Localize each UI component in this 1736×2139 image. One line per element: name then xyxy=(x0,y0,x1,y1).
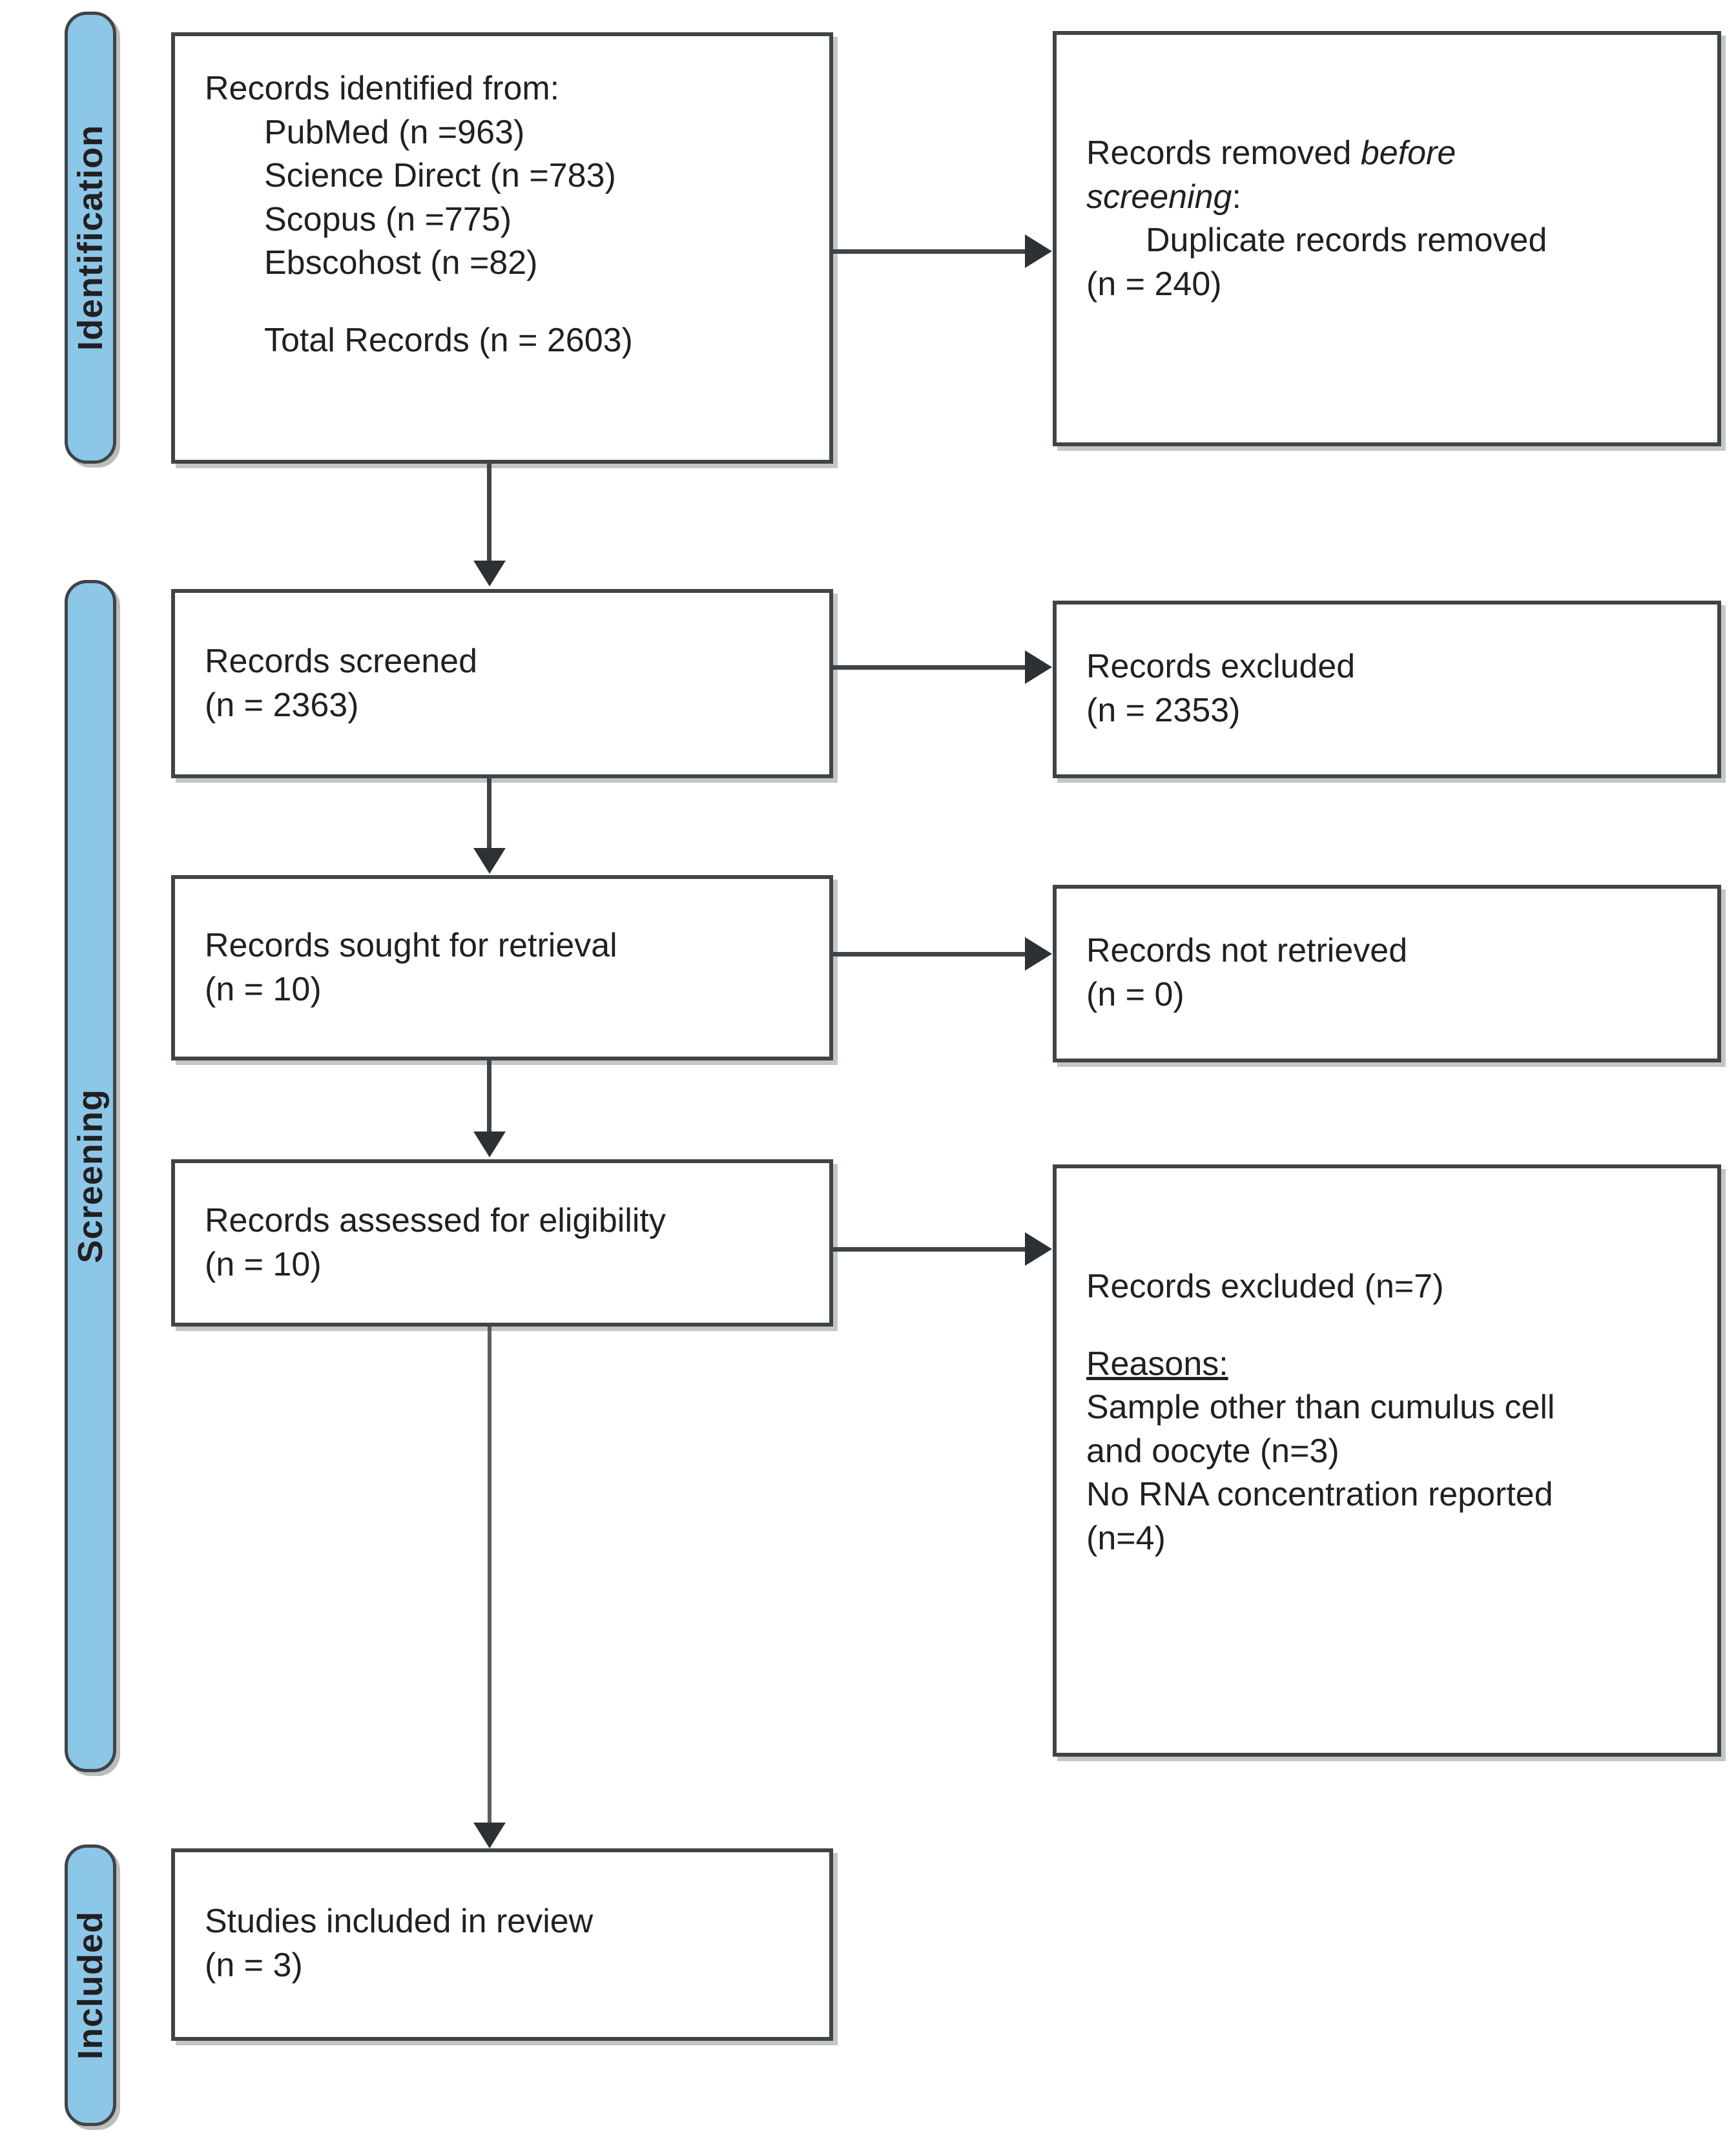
reasons-heading: Reasons: xyxy=(1086,1345,1228,1383)
box-records-sought-text: Records sought for retrieval (n = 10) xyxy=(205,924,810,1011)
phase-label-screening: Screening xyxy=(71,1088,110,1264)
arrowhead-sought-to-not-retrieved xyxy=(1025,937,1052,971)
phase-label-included: Included xyxy=(71,1910,110,2060)
arrowhead-sought-to-assessed xyxy=(473,1132,506,1157)
box-records-excluded-eligibility: Records excluded (n=7) Reasons: Sample o… xyxy=(1053,1164,1721,1757)
arrowhead-assessed-to-included xyxy=(473,1823,506,1848)
records-sought-count: (n = 10) xyxy=(205,970,322,1008)
studies-included-label: Studies included in review xyxy=(205,1903,594,1940)
records-excluded-eligibility-count: Records excluded (n=7) xyxy=(1086,1268,1444,1305)
records-identified-line-1: Records identified from: xyxy=(205,70,560,107)
reason-sample-other-line-1: Sample other than cumulus cell xyxy=(1086,1389,1555,1427)
box-records-screened-text: Records screened (n = 2363) xyxy=(205,640,810,727)
records-identified-spacer xyxy=(205,285,810,319)
arrowhead-screened-to-excluded xyxy=(1025,650,1052,684)
studies-included-count: (n = 3) xyxy=(205,1946,303,1984)
box-records-identified: Records identified from: PubMed (n =963)… xyxy=(171,32,833,464)
phase-bar-identification: Identification xyxy=(65,12,116,464)
box-studies-included-text: Studies included in review (n = 3) xyxy=(205,1900,810,1987)
records-removed-line-2: screening: xyxy=(1086,176,1698,220)
box-records-excluded-eligibility-text: Records excluded (n=7) Reasons: Sample o… xyxy=(1086,1265,1698,1561)
records-removed-line-1-plain: Records removed xyxy=(1086,134,1361,172)
box-records-assessed-text: Records assessed for eligibility (n = 10… xyxy=(205,1199,810,1286)
connector-assessed-to-included xyxy=(488,1325,491,1835)
reason-no-rna-line-1: No RNA concentration reported xyxy=(1086,1476,1553,1514)
records-identified-line-scopus: Scopus (n =775) xyxy=(264,200,512,238)
records-removed-line-1-italic: before xyxy=(1360,134,1456,172)
connector-identified-to-screened xyxy=(487,464,491,562)
box-records-not-retrieved-text: Records not retrieved (n = 0) xyxy=(1086,929,1698,1017)
records-excluded-screening-label: Records excluded xyxy=(1086,648,1356,685)
records-identified-line-pubmed: PubMed (n =963) xyxy=(264,113,525,151)
connector-screened-to-sought xyxy=(487,778,491,849)
reason-no-rna-line-2: (n=4) xyxy=(1086,1519,1166,1557)
records-not-retrieved-label: Records not retrieved xyxy=(1086,932,1408,969)
reason-sample-other-line-2: and oocyte (n=3) xyxy=(1086,1432,1339,1470)
records-identified-line-ebscohost: Ebscohost (n =82) xyxy=(264,244,538,282)
records-removed-line-1: Records removed before xyxy=(1086,132,1698,176)
records-assessed-count: (n = 10) xyxy=(205,1245,322,1283)
box-records-removed-before-screening: Records removed before screening: Duplic… xyxy=(1053,31,1721,446)
box-records-excluded-screening: Records excluded (n = 2353) xyxy=(1053,601,1721,778)
records-removed-line-2-italic: screening xyxy=(1086,178,1232,216)
duplicate-records-removed-count: (n = 240) xyxy=(1086,265,1222,303)
records-identified-total: Total Records (n = 2603) xyxy=(264,321,633,359)
box-records-removed-text: Records removed before screening: Duplic… xyxy=(1086,132,1698,306)
connector-sought-to-assessed xyxy=(487,1060,491,1133)
box-records-not-retrieved: Records not retrieved (n = 0) xyxy=(1053,885,1721,1062)
duplicate-records-removed-label: Duplicate records removed xyxy=(1146,222,1547,260)
phase-label-identification: Identification xyxy=(71,125,110,351)
box-records-sought: Records sought for retrieval (n = 10) xyxy=(171,875,833,1060)
box-records-assessed: Records assessed for eligibility (n = 10… xyxy=(171,1159,833,1327)
box-records-identified-text: Records identified from: PubMed (n =963)… xyxy=(205,67,810,363)
box-studies-included: Studies included in review (n = 3) xyxy=(171,1848,833,2041)
records-excluded-screening-count: (n = 2353) xyxy=(1086,691,1241,729)
arrowhead-identified-to-removed xyxy=(1025,234,1052,268)
arrowhead-identified-to-screened xyxy=(473,561,506,586)
records-excluded-eligibility-spacer xyxy=(1086,1309,1698,1343)
records-not-retrieved-count: (n = 0) xyxy=(1086,975,1184,1013)
box-records-screened: Records screened (n = 2363) xyxy=(171,589,833,778)
phase-bar-included: Included xyxy=(65,1844,116,2126)
records-screened-count: (n = 2363) xyxy=(205,686,359,724)
arrowhead-assessed-to-excluded-reasons xyxy=(1025,1232,1052,1266)
arrowhead-screened-to-sought xyxy=(473,848,506,874)
records-removed-line-2-colon: : xyxy=(1232,178,1241,216)
records-identified-line-science-direct: Science Direct (n =783) xyxy=(264,157,616,195)
records-screened-label: Records screened xyxy=(205,643,477,680)
records-sought-label: Records sought for retrieval xyxy=(205,927,617,964)
box-records-excluded-screening-text: Records excluded (n = 2353) xyxy=(1086,645,1698,732)
phase-bar-screening: Screening xyxy=(65,580,116,1772)
records-assessed-label: Records assessed for eligibility xyxy=(205,1202,666,1239)
